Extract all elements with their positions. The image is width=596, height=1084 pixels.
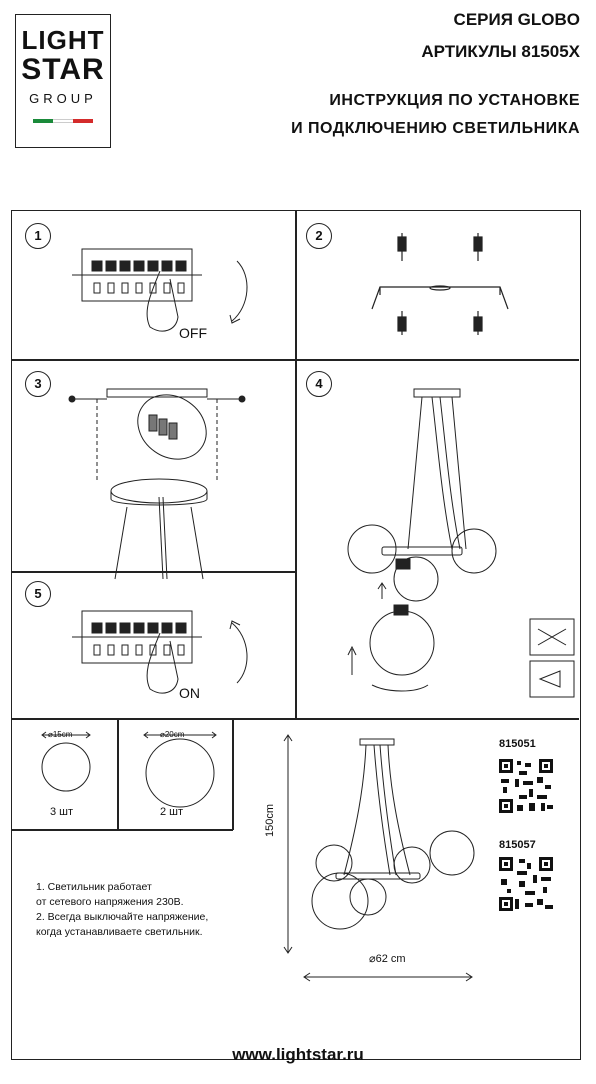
large-shade-quantity: 2 шт (160, 806, 184, 818)
width-dimension: ⌀62 cm (369, 953, 406, 965)
grid-divider (12, 829, 233, 831)
note-line: от сетевого напряжения 230В. (36, 896, 184, 908)
step-number-4: 4 (306, 371, 332, 397)
fixture-assembly-illustration (347, 388, 575, 698)
off-label: OFF (179, 325, 207, 341)
logo-line-star: STAR (21, 53, 105, 86)
note-line: когда устанавливаете светильник. (36, 926, 203, 938)
breaker-panel-off-illustration (72, 248, 248, 332)
height-dimension: 150cm (264, 803, 276, 837)
small-shade-diameter: ⌀15cm (48, 730, 73, 739)
mounting-bracket-illustration (371, 233, 509, 335)
instruction-title-line1: ИНСТРУКЦИЯ ПО УСТАНОВКЕ (329, 92, 580, 109)
step-number-2: 2 (306, 223, 332, 249)
breaker-panel-on-illustration (72, 610, 248, 694)
small-shade-illustration (41, 731, 91, 792)
grid-divider (12, 571, 296, 573)
grid-divider (12, 718, 579, 720)
note-line: 2. Всегда выключайте напряжение, (36, 911, 209, 923)
step-number-1: 1 (25, 223, 51, 249)
large-shade-illustration (143, 731, 217, 808)
note-line: 1. Светильник работает (36, 881, 152, 893)
step-number-5: 5 (25, 581, 51, 607)
brand-logo: LIGHT STAR GROUP (15, 14, 111, 148)
canopy-wiring-illustration (68, 388, 246, 580)
qr-code (499, 857, 553, 911)
article-code: 815051 (499, 738, 536, 750)
step-number-3: 3 (25, 371, 51, 397)
fixture-dimensions-illustration (283, 734, 475, 982)
series-title: СЕРИЯ GLOBO (453, 10, 580, 29)
instruction-title-line2: И ПОДКЛЮЧЕНИЮ СВЕТИЛЬНИКА (291, 120, 580, 137)
qr-code (499, 759, 553, 813)
on-label: ON (179, 685, 200, 701)
grid-divider (295, 211, 297, 718)
website-link[interactable]: www.lightstar.ru (232, 1045, 364, 1064)
small-shade-quantity: 3 шт (50, 806, 74, 818)
articles-title: АРТИКУЛЫ 81505X (421, 42, 580, 61)
grid-divider (232, 718, 234, 830)
article-code: 815057 (499, 839, 536, 851)
large-shade-diameter: ⌀20cm (160, 730, 185, 739)
logo-line-light: LIGHT (21, 25, 105, 55)
grid-divider (117, 718, 119, 830)
italian-flag-stripe (33, 119, 93, 123)
instruction-frame: 1 2 3 4 5 OFF (11, 210, 581, 1060)
logo-line-group: GROUP (29, 91, 97, 106)
